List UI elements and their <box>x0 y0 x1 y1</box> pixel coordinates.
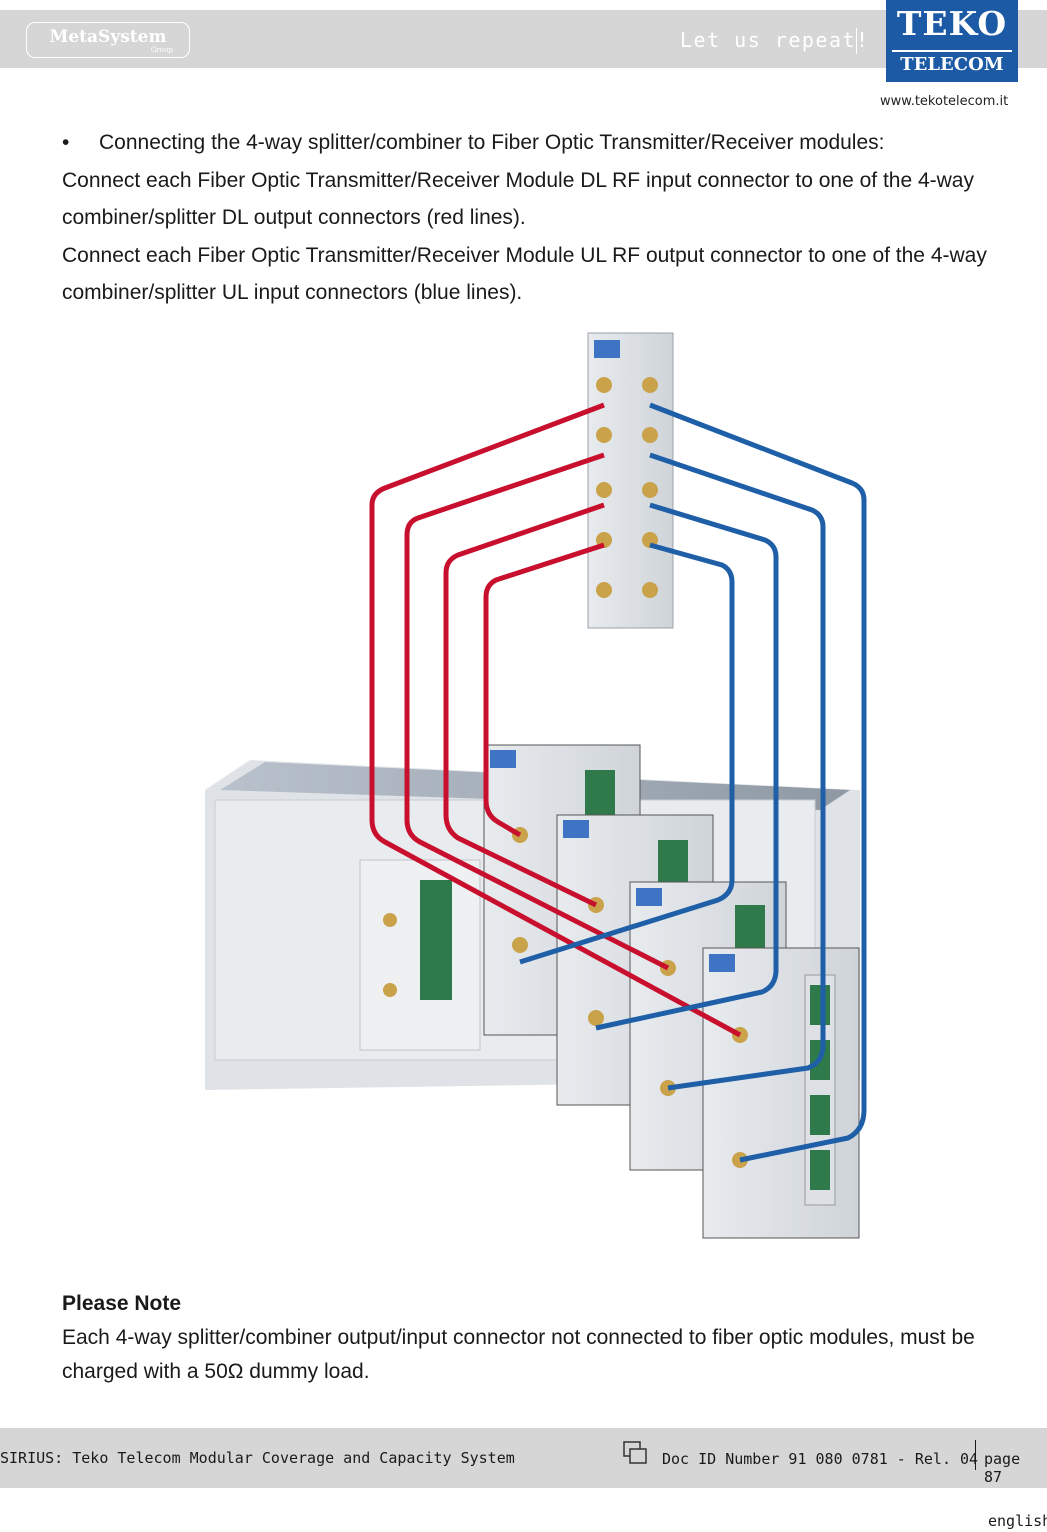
bullet-icon: • <box>62 131 70 154</box>
ul-cable-2 <box>649 452 826 1091</box>
instructions-text: • Connecting the 4-way splitter/combiner… <box>62 124 1032 312</box>
metasystem-logo-text: MetaSystem <box>49 27 167 47</box>
dl-cables <box>369 402 742 1038</box>
metasystem-logo-subtext: Group <box>148 46 175 54</box>
page-number: page 87 <box>984 1450 1021 1486</box>
document-copy-icon <box>623 1441 647 1464</box>
tagline: Let us repeat! <box>680 28 870 52</box>
teko-logo-divider <box>892 50 1012 52</box>
teko-logo-bottom: TELECOM <box>900 54 1004 75</box>
ul-cable-1 <box>649 402 867 1163</box>
metasystem-logo: MetaSystem Group <box>26 22 190 58</box>
dl-cable-1 <box>369 402 742 1038</box>
note-text: Each 4-way splitter/combiner output/inpu… <box>62 1326 975 1383</box>
splitter-combiner-module <box>587 332 674 629</box>
bullet-text: Connecting the 4-way splitter/combiner t… <box>99 131 885 154</box>
dl-cable-2 <box>404 452 670 971</box>
fiber-module-4 <box>702 947 860 1239</box>
note-title: Please Note <box>62 1292 182 1315</box>
doc-id: Doc ID Number 91 080 0781 - Rel. 04 <box>662 1450 979 1468</box>
ul-cable-4 <box>519 542 735 965</box>
dl-cable-4 <box>483 542 605 838</box>
language-label: english <box>988 1512 1047 1530</box>
bullet-item: • Connecting the 4-way splitter/combiner… <box>62 124 1032 162</box>
ul-cable-3 <box>595 502 779 1031</box>
footer-bar: SIRIUS: Teko Telecom Modular Coverage an… <box>0 1428 1047 1488</box>
header-separator <box>856 28 857 54</box>
footer-title: SIRIUS: Teko Telecom Modular Coverage an… <box>0 1449 515 1467</box>
ul-cables <box>519 402 867 1163</box>
teko-telecom-logo: TEKO TELECOM <box>886 0 1018 82</box>
header-bar <box>0 10 1047 68</box>
paragraph-ul: Connect each Fiber Optic Transmitter/Rec… <box>62 243 987 305</box>
paragraph-dl: Connect each Fiber Optic Transmitter/Rec… <box>62 168 974 230</box>
wiring-diagram <box>205 332 867 1239</box>
please-note: Please Note Each 4-way splitter/combiner… <box>62 1287 1032 1389</box>
teko-logo-top: TEKO <box>896 4 1008 43</box>
footer-separator <box>975 1440 976 1470</box>
dl-cable-3 <box>443 502 605 908</box>
website-url[interactable]: www.tekotelecom.it <box>880 94 1009 109</box>
